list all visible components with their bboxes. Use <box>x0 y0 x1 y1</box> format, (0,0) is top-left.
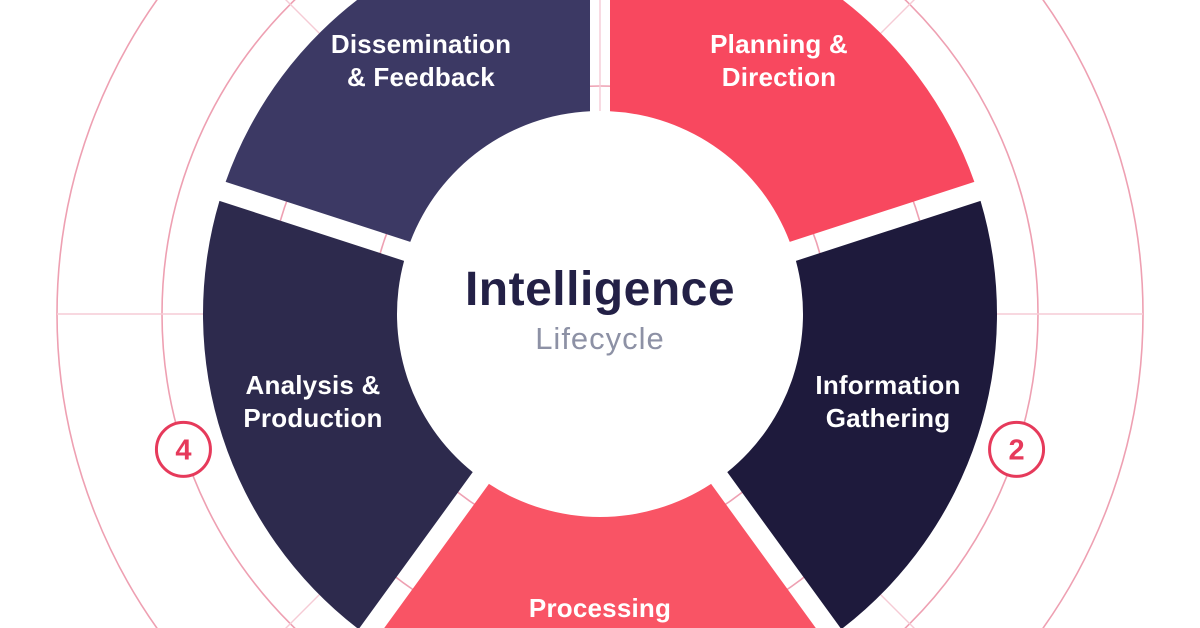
badge-information-gathering: 2 <box>988 420 1046 478</box>
segments <box>203 0 997 628</box>
center-circle <box>397 111 803 517</box>
badge-analysis-production: 4 <box>154 420 212 478</box>
segment-planning-direction <box>610 0 975 242</box>
badge-number: 4 <box>175 434 191 466</box>
label-analysis-line2: Production <box>243 403 382 433</box>
badge-circle <box>154 420 212 478</box>
label-planning-line2: Direction <box>722 62 836 92</box>
segment-dissemination-feedback <box>225 0 590 242</box>
badge-circle <box>988 420 1046 478</box>
segment-processing <box>384 483 816 628</box>
label-planning-line1: Planning & <box>710 29 848 59</box>
diagram-subtitle: Lifecycle <box>535 321 665 356</box>
segment-labels: Planning & Direction Dissemination & Fee… <box>243 29 960 623</box>
segment-information-gathering <box>727 200 997 628</box>
diagram-title: Intelligence <box>465 263 735 316</box>
label-analysis-line1: Analysis & <box>246 370 381 400</box>
label-information-line1: Information <box>815 370 960 400</box>
label-dissemination-line1: Dissemination <box>331 29 511 59</box>
segment-analysis-production <box>203 200 473 628</box>
label-processing-line1: Processing <box>529 593 671 623</box>
label-information-line2: Gathering <box>826 403 951 433</box>
label-dissemination-line2: & Feedback <box>347 62 495 92</box>
badge-number: 2 <box>1008 434 1024 466</box>
